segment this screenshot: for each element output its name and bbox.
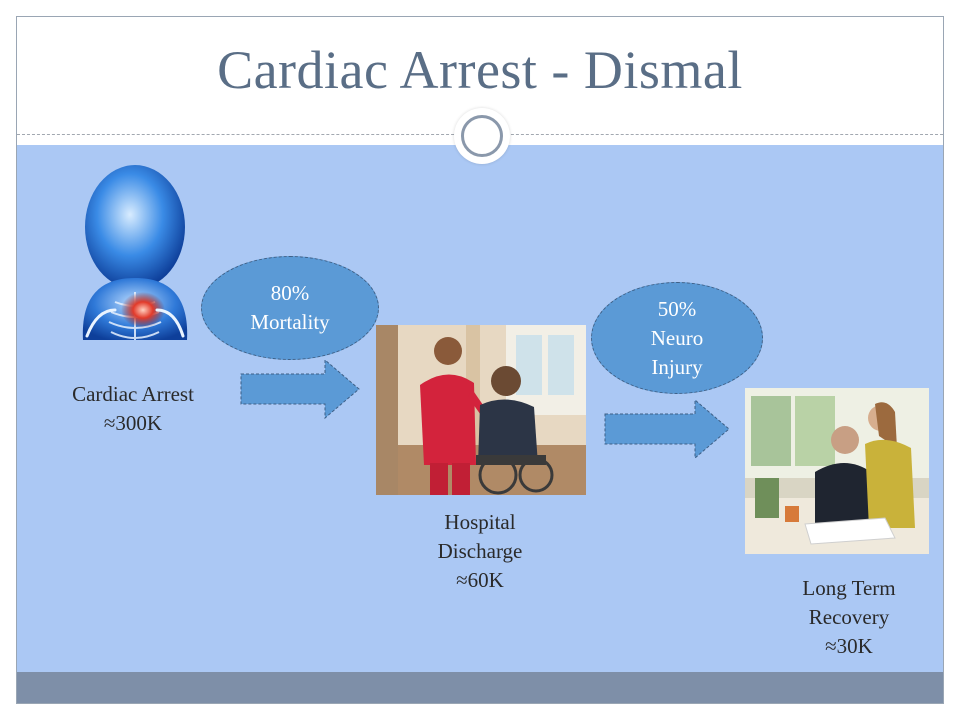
footer-bar bbox=[17, 672, 943, 703]
divider-ring-icon bbox=[454, 108, 510, 164]
callout-mortality: 80% Mortality bbox=[201, 256, 379, 360]
page-title: Cardiac Arrest - Dismal bbox=[217, 40, 743, 100]
figure-cardiac-icon bbox=[82, 165, 188, 340]
stage-label-cardiac-arrest: Cardiac Arrest ≈300K bbox=[72, 382, 194, 435]
stage-label-hospital-discharge: Hospital Discharge ≈60K bbox=[437, 510, 523, 592]
slide: Cardiac Arrest - Dismal bbox=[16, 16, 944, 704]
nurse-wheelchair-photo bbox=[376, 325, 586, 495]
arrow-right-icon bbox=[240, 358, 360, 420]
recovery-couple-photo bbox=[745, 388, 929, 554]
callout-neuro-injury: 50% Neuro Injury bbox=[591, 282, 763, 394]
stage-label-long-term-recovery: Long Term Recovery ≈30K bbox=[802, 576, 896, 658]
arrow-right-icon bbox=[604, 398, 730, 460]
